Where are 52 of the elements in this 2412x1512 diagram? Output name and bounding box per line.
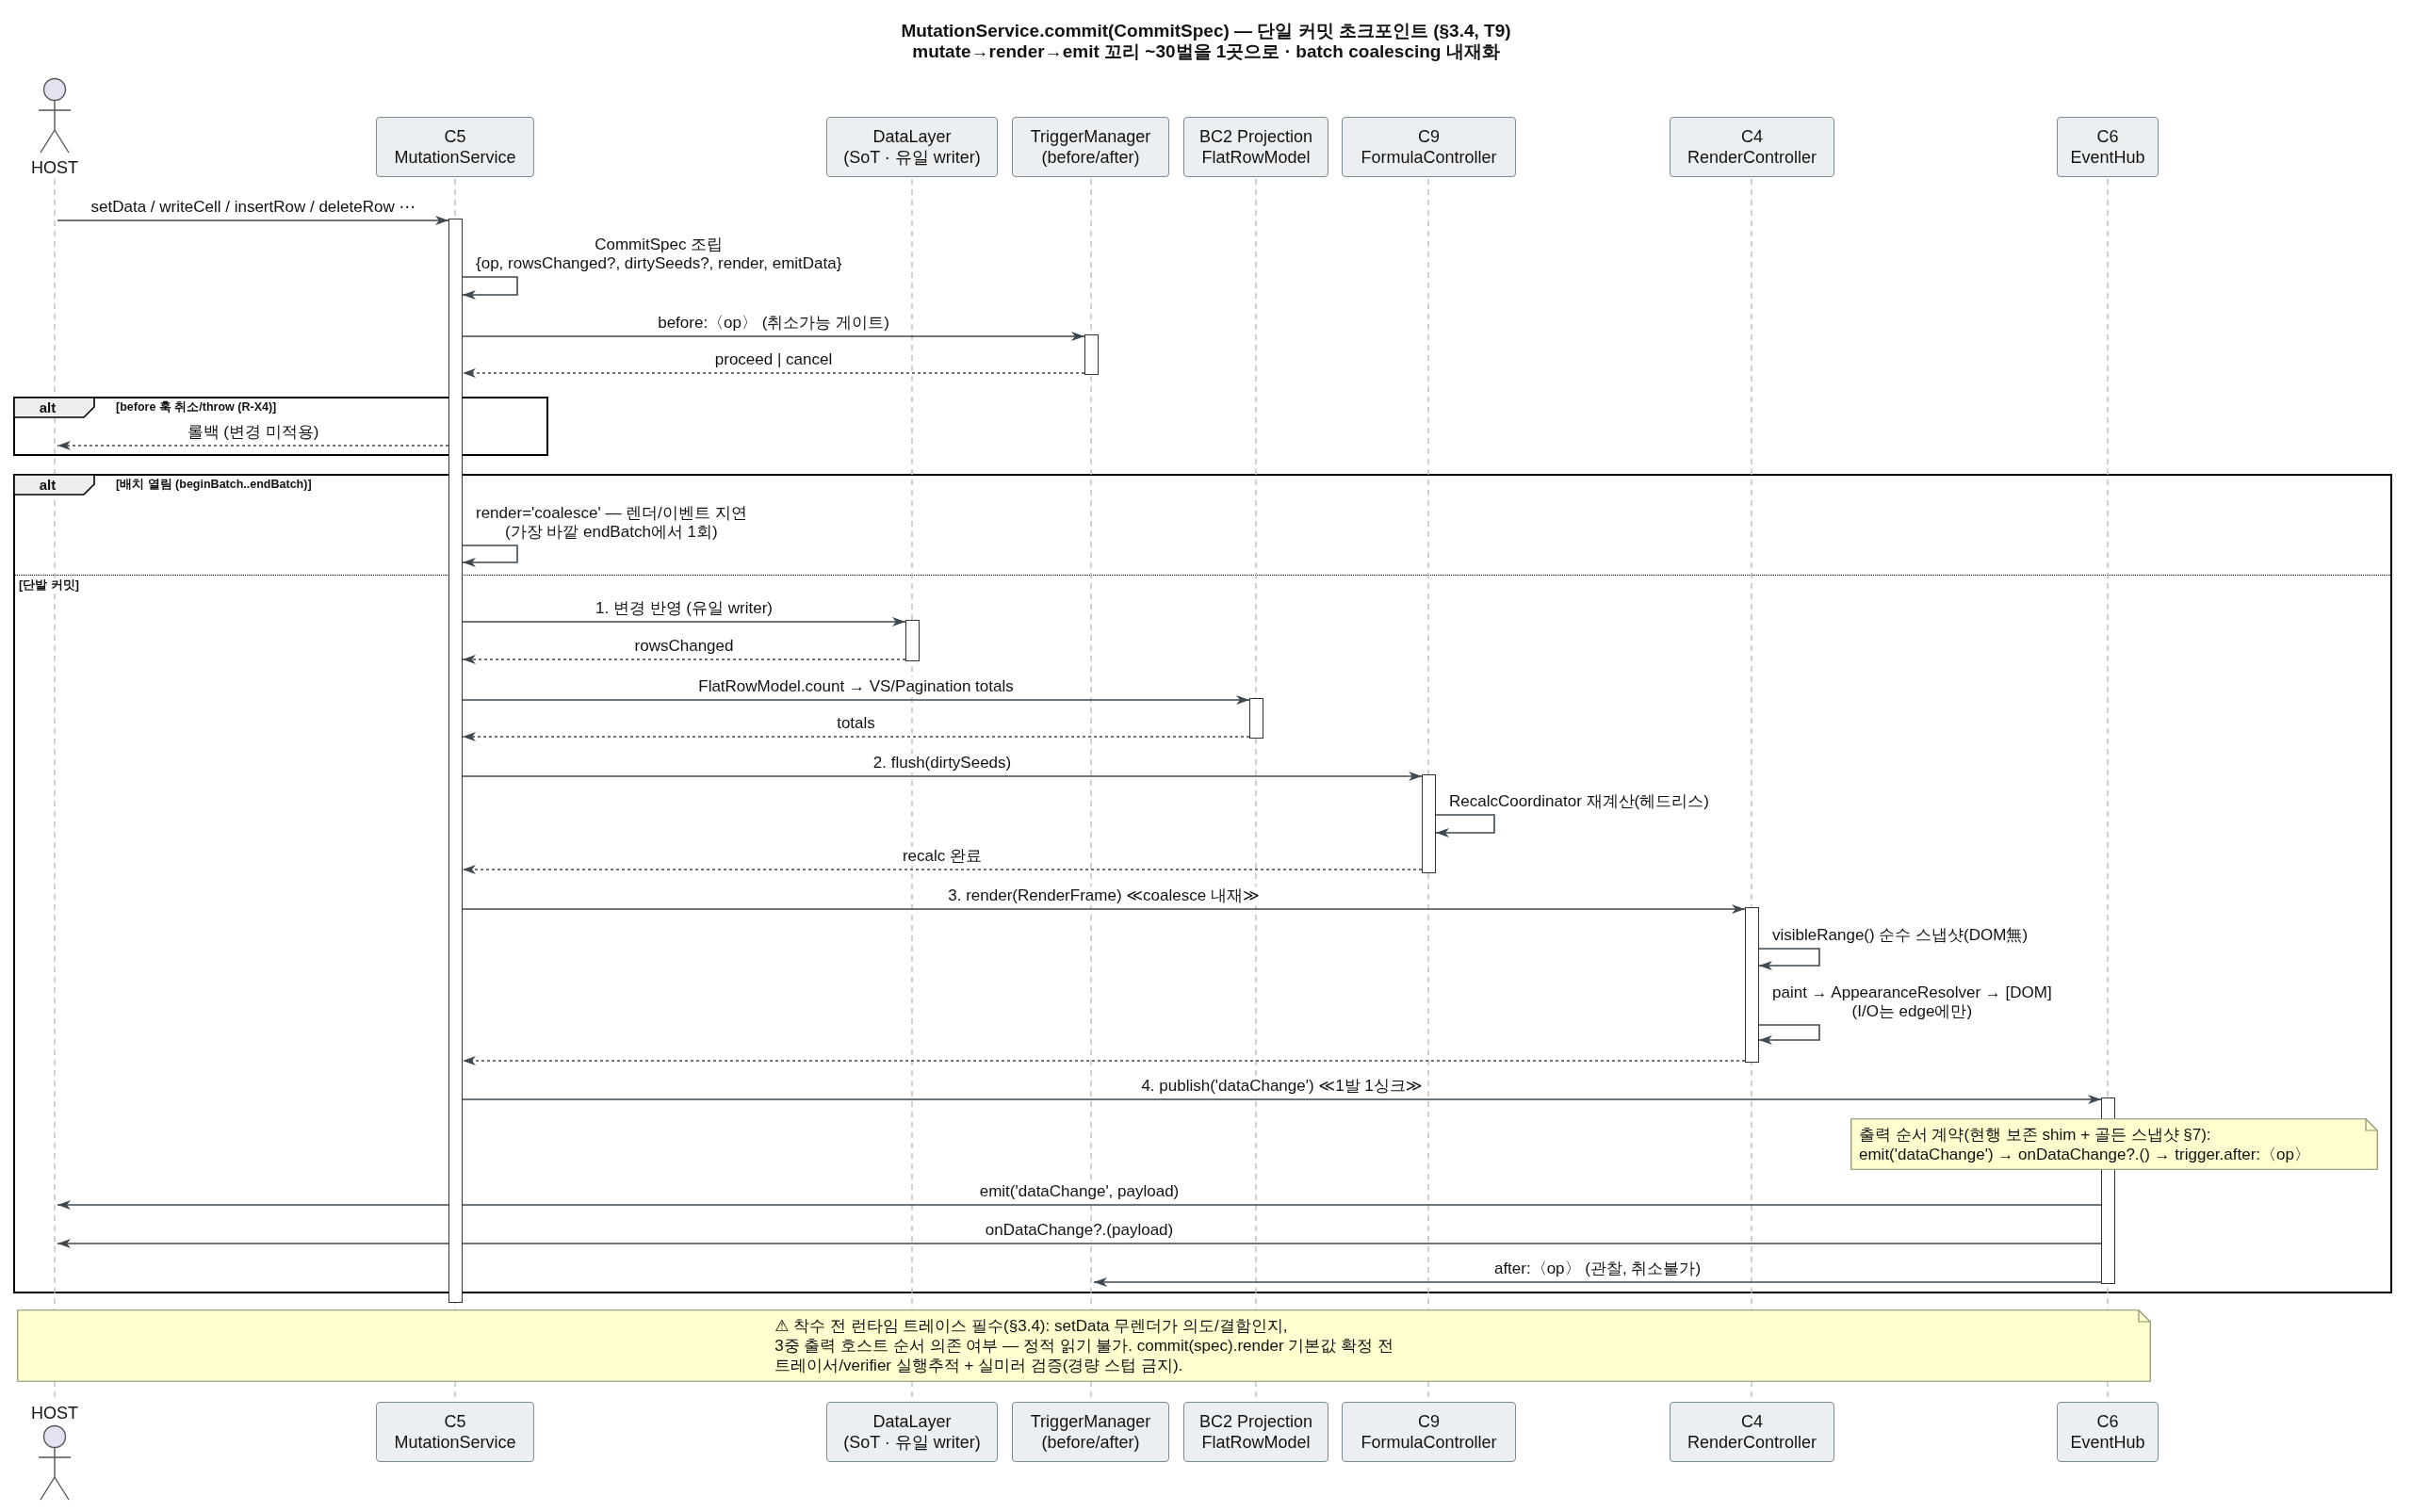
participant-box: DataLayer (SoT · 유일 writer)	[826, 1402, 998, 1462]
operator-tab: alt	[13, 474, 95, 496]
note: 출력 순서 계약(현행 보존 shim + 골든 스냅샷 §7): emit('dataChange') → onDataChange?.() → trigger.after:〈op〉	[1850, 1118, 2378, 1170]
participant-box: C5 MutationService	[376, 117, 534, 177]
message-arrow	[1758, 1024, 1820, 1045]
message-arrow	[462, 865, 1423, 874]
title: MutationService.commit(CommitSpec) — 단일 커밋 초크포인트 (§3.4, T9) mutate→render→emit 꼬리 ~30벌을 1곳으로 · batch coalescing 내재화	[900, 21, 1512, 62]
message-arrow	[462, 695, 1250, 705]
message-arrow	[462, 1056, 1746, 1065]
message-arrow	[462, 332, 1085, 341]
message-label: CommitSpec 조립 {op, rowsChanged?, dirtySeeds?, render, emitData}	[473, 236, 845, 273]
participant-box: C9 FormulaController	[1342, 117, 1516, 177]
operator-tab: alt	[13, 397, 95, 418]
message-arrow	[462, 276, 518, 300]
activation-bar	[905, 620, 920, 661]
guard-label: [배치 열림 (beginBatch..endBatch)]	[114, 478, 314, 492]
message-arrow	[462, 732, 1250, 741]
note: ⚠ 착수 전 런타임 트레이스 필수(§3.4): setData 무렌더가 의도/결함인지, 3중 출력 호스트 순서 의존 여부 — 정적 읽기 불가. commit(spec).render 기본값 확정 전 트레이서/verifier 실행추적 + 실미러 검증(경량 스텁 금지).	[17, 1309, 2151, 1382]
message-arrow	[57, 1200, 2102, 1210]
participant-box: C4 RenderController	[1670, 117, 1834, 177]
actor-label: HOST	[30, 1404, 79, 1423]
fragment-frame	[13, 474, 2392, 1293]
activation-bar	[1422, 774, 1436, 873]
message-arrow	[462, 617, 906, 626]
participant-box: C4 RenderController	[1670, 1402, 1834, 1462]
participant-box: BC2 Projection FlatRowModel	[1183, 1402, 1328, 1462]
message-arrow	[462, 655, 906, 664]
message-arrow	[57, 216, 449, 225]
message-arrow	[462, 772, 1423, 781]
message-arrow	[57, 1239, 2102, 1248]
activation-bar	[1084, 334, 1099, 375]
participant-box: C9 FormulaController	[1342, 1402, 1516, 1462]
activation-bar	[1745, 907, 1759, 1063]
participant-box: C6 EventHub	[2057, 1402, 2159, 1462]
participant-box: C6 EventHub	[2057, 117, 2159, 177]
message-arrow	[462, 368, 1085, 378]
activation-bar	[1249, 698, 1263, 739]
participant-box: C5 MutationService	[376, 1402, 534, 1462]
participant-box: DataLayer (SoT · 유일 writer)	[826, 117, 998, 177]
message-arrow	[1435, 814, 1495, 837]
message-arrow	[57, 441, 449, 450]
guard-label: [단발 커밋]	[17, 578, 81, 593]
participant-box: TriggerManager (before/after)	[1012, 1402, 1169, 1462]
guard-label: [before 훅 취소/throw (R-X4)]	[114, 400, 279, 415]
message-arrow	[462, 904, 1746, 914]
message-arrow	[1093, 1277, 2102, 1287]
message-arrow	[462, 545, 518, 567]
actor-label: HOST	[30, 158, 79, 177]
participant-box: TriggerManager (before/after)	[1012, 117, 1169, 177]
participant-box: BC2 Projection FlatRowModel	[1183, 117, 1328, 177]
message-arrow	[1758, 948, 1820, 970]
message-arrow	[462, 1095, 2102, 1104]
